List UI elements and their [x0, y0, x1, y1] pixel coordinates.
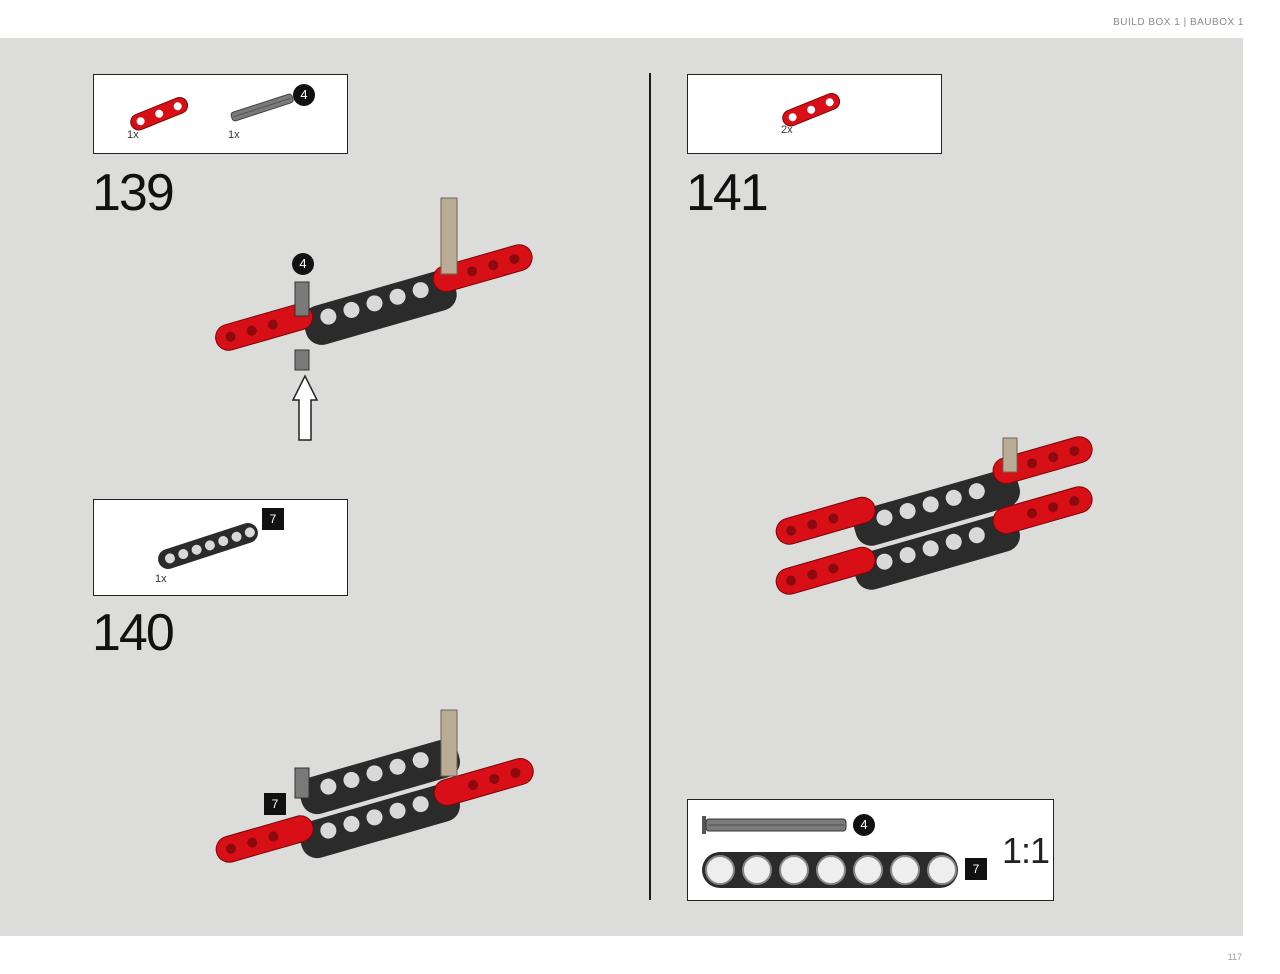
assembly-step-140 [215, 709, 534, 863]
instruction-panel [0, 38, 1243, 936]
red-beam-icon [782, 93, 841, 127]
part-qty: 2x [781, 124, 793, 136]
length-badge: 4 [293, 84, 315, 106]
header-title: BUILD BOX 1 | BAUBOX 1 [1113, 17, 1244, 28]
length-badge: 7 [262, 508, 284, 530]
assembly-length-badge: 4 [292, 253, 314, 275]
page-header: BUILD BOX 1 | BAUBOX 1 [0, 0, 1280, 38]
ruler-beam-badge: 7 [965, 858, 987, 880]
assembly-step-139 [215, 197, 533, 441]
step-number-139: 139 [92, 164, 175, 222]
beam-ruler-icon [702, 852, 958, 888]
column-divider [649, 73, 651, 900]
axle-ruler-icon [702, 816, 847, 834]
parts-callout-step-139: 1x 1x 4 [93, 74, 348, 154]
part-qty: 1x [228, 129, 240, 141]
parts-callout-step-140: 1x 7 [93, 499, 348, 596]
step-number-141: 141 [686, 164, 769, 222]
ruler-axle-badge: 4 [853, 814, 875, 836]
scale-ruler-box: 4 7 1:1 [687, 799, 1054, 901]
red-beam-icon [130, 97, 189, 131]
black-beam-icon [158, 523, 258, 569]
gray-axle-icon [230, 93, 294, 122]
assembly-length-badge: 7 [264, 793, 286, 815]
assembly-step-141 [775, 436, 1093, 595]
step-number-140: 140 [92, 604, 175, 662]
page-number: 117 [1227, 952, 1242, 962]
part-qty: 1x [155, 573, 167, 585]
part-qty: 1x [127, 129, 139, 141]
scale-label: 1:1 [1002, 830, 1050, 871]
parts-callout-step-141: 2x [687, 74, 942, 154]
